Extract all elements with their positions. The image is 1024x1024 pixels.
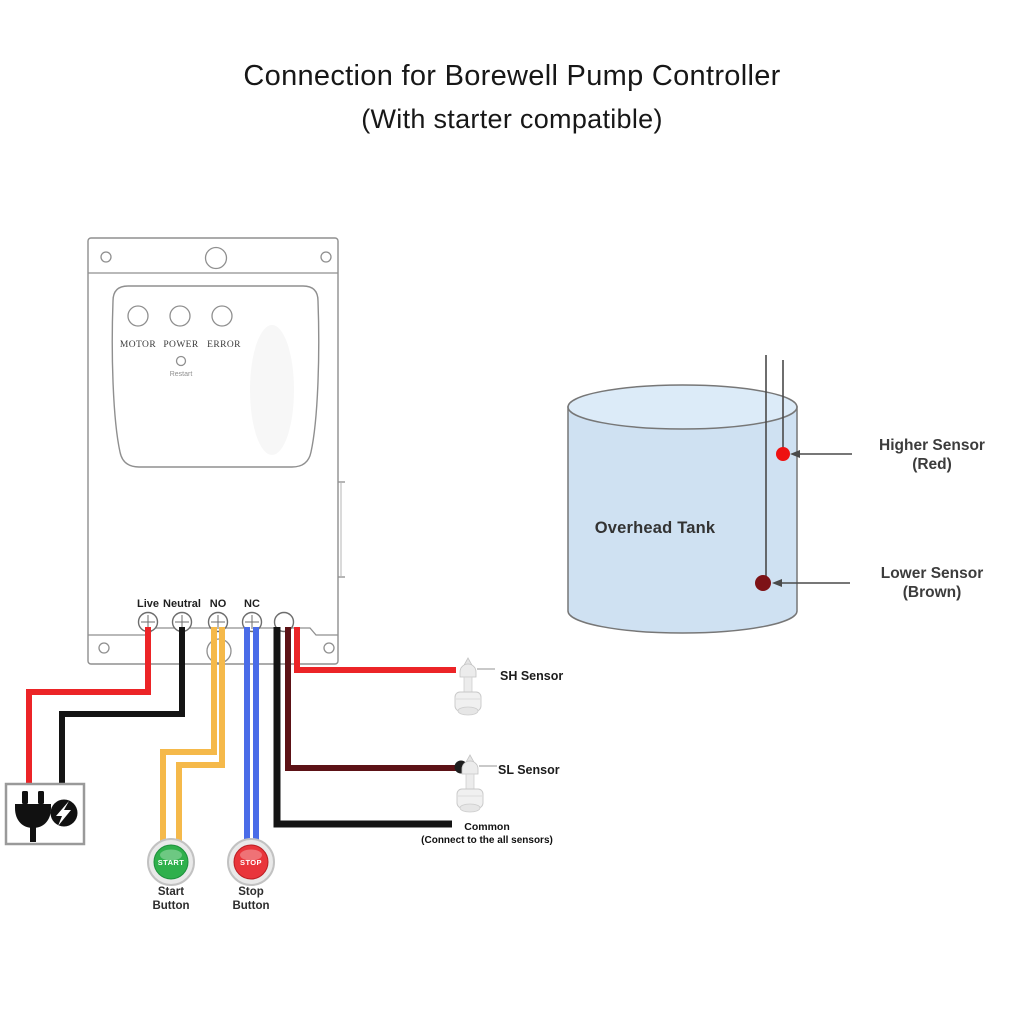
reset-button-icon (175, 355, 187, 367)
terminal-label-neutral: Neutral (163, 598, 201, 610)
led-indicators: MOTOR POWER ERROR Restart (120, 305, 241, 378)
side-bracket (338, 481, 345, 578)
lower-sensor-callout: Lower Sensor (Brown) (772, 565, 983, 601)
common-label-line1: Common (464, 821, 510, 833)
title-line2: (With starter compatible) (361, 104, 663, 134)
sh-sensor-label: SH Sensor (500, 669, 563, 683)
no-terminal-screw (207, 611, 229, 633)
lower-sensor-label-line2: (Brown) (903, 584, 962, 601)
top-left-screw-hole (100, 251, 112, 263)
stop-button: STOP (227, 838, 275, 886)
sl-sensor-label: SL Sensor (498, 763, 560, 777)
power-plug-icon (15, 791, 51, 842)
electricity-bolt-icon (50, 799, 78, 827)
title-line1: Connection for Borewell Pump Controller (243, 60, 781, 92)
start-caption-line2: Button (152, 900, 189, 912)
terminal-screws (137, 611, 295, 633)
top-mount-hole (204, 246, 228, 270)
power-supply-box (4, 782, 86, 846)
terminal-label-no: NO (210, 598, 227, 610)
live-wire (26, 627, 151, 786)
higher-sensor-label-line1: Higher Sensor (879, 437, 985, 454)
lower-sensor-label-line1: Lower Sensor (881, 565, 984, 582)
sl-sensor-wire (285, 627, 458, 771)
start-button-text: START (158, 858, 184, 867)
error-led-icon (211, 305, 233, 327)
lower-sensor-dot (755, 575, 771, 591)
sl-float-sensor-icon (454, 754, 497, 813)
bottom-left-screw-hole (98, 642, 110, 654)
power-led-icon (169, 305, 191, 327)
start-button-highlight (160, 849, 182, 861)
start-button: START (147, 838, 195, 886)
no-wire-2 (176, 627, 225, 843)
tank-body (567, 406, 798, 634)
sensor-common-terminal (273, 611, 295, 633)
motor-led-icon (127, 305, 149, 327)
nc-terminal-screw (241, 611, 263, 633)
common-wire (273, 627, 452, 828)
stop-caption-line1: Stop (238, 886, 264, 898)
stop-button-highlight (240, 849, 262, 861)
error-led-label: ERROR (207, 340, 241, 350)
higher-sensor-dot (776, 447, 790, 461)
no-wire-1 (160, 627, 217, 843)
neutral-terminal-screw (171, 611, 193, 633)
lower-callout-arrowhead-icon (772, 579, 782, 587)
neutral-wire (59, 627, 185, 786)
power-led-label: POWER (163, 340, 199, 350)
terminal-label-live: Live (137, 598, 159, 610)
sh-sensor-wire (294, 627, 456, 673)
sh-float-sensor-icon (454, 657, 495, 716)
tank-top-ellipse (567, 384, 798, 430)
panel-sheen (250, 325, 294, 455)
stop-caption-line2: Button (232, 900, 269, 912)
bottom-right-screw-hole (323, 642, 335, 654)
motor-led-label: MOTOR (120, 340, 156, 350)
common-label-line2: (Connect to the all sensors) (421, 835, 553, 846)
reset-label: Restart (170, 371, 193, 378)
wiring (26, 627, 458, 843)
pump-controller: MOTOR POWER ERROR Restart Live Neutral (87, 237, 345, 665)
tank-label: Overhead Tank (595, 519, 716, 537)
higher-callout-arrowhead-icon (790, 450, 800, 458)
stop-button-face (233, 844, 269, 880)
higher-sensor-callout: Higher Sensor (Red) (790, 437, 985, 473)
stop-button-text: STOP (240, 858, 262, 867)
terminal-cover-edge (88, 627, 338, 636)
higher-sensor-label-line2: (Red) (912, 456, 952, 473)
overhead-tank: Overhead Tank Higher Sensor (Red) Lower … (567, 355, 985, 634)
terminal-labels: Live Neutral NO NC (137, 598, 260, 610)
start-caption-line1: Start (158, 886, 184, 898)
terminal-label-nc: NC (244, 598, 260, 610)
top-right-screw-hole (320, 251, 332, 263)
start-button-face (153, 844, 189, 880)
diagram-title: Connection for Borewell Pump Controller … (0, 62, 1024, 135)
